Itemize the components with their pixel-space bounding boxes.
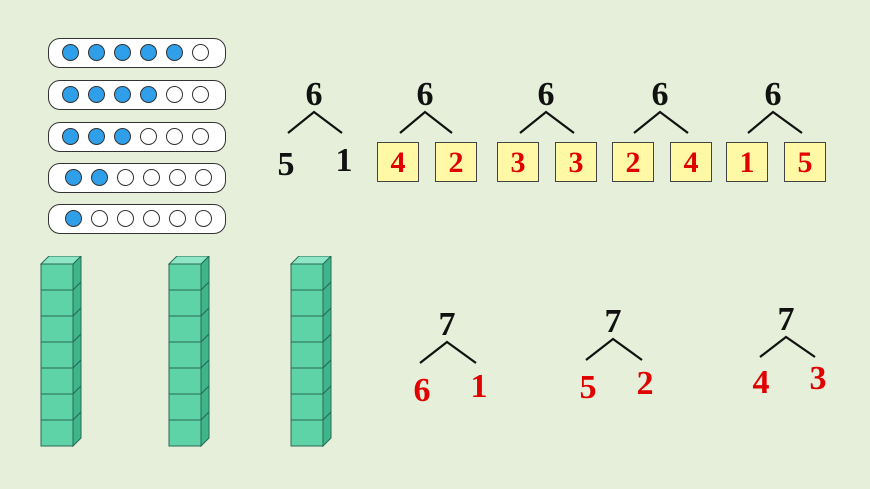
tree-6-3-right-box: 3 (555, 142, 597, 182)
cube (40, 280, 82, 318)
tree-6-4-right-box: 4 (670, 142, 712, 182)
tree-6-2-top: 6 (416, 76, 434, 113)
bead-empty (195, 210, 212, 227)
bead-rack-4 (48, 163, 226, 193)
bead-empty (169, 169, 186, 186)
bead-filled (166, 44, 183, 61)
bead-empty (192, 86, 209, 103)
tree-7-1-left: 6 (413, 372, 431, 409)
bead-filled (65, 210, 82, 227)
bead-rack-1 (48, 38, 226, 68)
bead-empty (91, 210, 108, 227)
bead-rack-5 (48, 204, 226, 234)
tree-7-2-top: 7 (604, 303, 622, 340)
cube (290, 280, 332, 318)
bead-empty (166, 86, 183, 103)
cube-tower-1 (40, 256, 82, 448)
bead-empty (140, 128, 157, 145)
bead-filled (62, 128, 79, 145)
cube (40, 384, 82, 422)
bead-filled (62, 86, 79, 103)
cube (290, 306, 332, 344)
cube (168, 256, 210, 292)
cube (290, 332, 332, 370)
tree-6-1-left: 5 (277, 146, 295, 183)
cube (290, 256, 332, 292)
cube (168, 384, 210, 422)
cube (40, 256, 82, 292)
tree-7-3-left: 4 (752, 364, 770, 401)
bead-empty (117, 210, 134, 227)
bead-filled (91, 169, 108, 186)
bead-rack-2 (48, 80, 226, 110)
cube (290, 410, 332, 448)
cube-tower-2 (168, 256, 210, 448)
cube (40, 410, 82, 448)
tree-6-1-top: 6 (305, 76, 323, 113)
tree-7-2-left: 5 (579, 369, 597, 406)
bead-empty (169, 210, 186, 227)
bead-empty (143, 169, 160, 186)
tree-6-3-top: 6 (537, 76, 555, 113)
bead-empty (166, 128, 183, 145)
bead-empty (192, 128, 209, 145)
bead-filled (114, 44, 131, 61)
bead-filled (65, 169, 82, 186)
cube (168, 280, 210, 318)
tree-6-5-left-box: 1 (726, 142, 768, 182)
tree-6-2-right-box: 2 (435, 142, 477, 182)
bead-filled (140, 86, 157, 103)
tree-6-4-top: 6 (651, 76, 669, 113)
tree-6-5-right-box: 5 (784, 142, 826, 182)
bead-filled (88, 128, 105, 145)
bead-filled (88, 86, 105, 103)
bead-empty (192, 44, 209, 61)
cube (290, 384, 332, 422)
tree-7-1-right: 1 (470, 368, 488, 405)
tree-7-3-right: 3 (809, 360, 827, 397)
tree-7-2-right: 2 (636, 365, 654, 402)
cube (168, 332, 210, 370)
bead-empty (195, 169, 212, 186)
bead-rack-3 (48, 122, 226, 152)
bead-filled (62, 44, 79, 61)
bead-filled (114, 128, 131, 145)
tree-7-1-top: 7 (438, 306, 456, 343)
cube (40, 332, 82, 370)
tree-6-1-right: 1 (335, 142, 353, 179)
bead-empty (143, 210, 160, 227)
tree-6-2-left-box: 4 (377, 142, 419, 182)
tree-6-5-top: 6 (764, 76, 782, 113)
tree-6-4-left-box: 2 (612, 142, 654, 182)
cube-tower-3 (290, 256, 332, 448)
cube (40, 306, 82, 344)
bead-filled (114, 86, 131, 103)
bead-filled (88, 44, 105, 61)
bead-empty (117, 169, 134, 186)
tree-6-3-left-box: 3 (497, 142, 539, 182)
cube (168, 410, 210, 448)
bead-filled (140, 44, 157, 61)
tree-7-3-top: 7 (777, 301, 795, 338)
